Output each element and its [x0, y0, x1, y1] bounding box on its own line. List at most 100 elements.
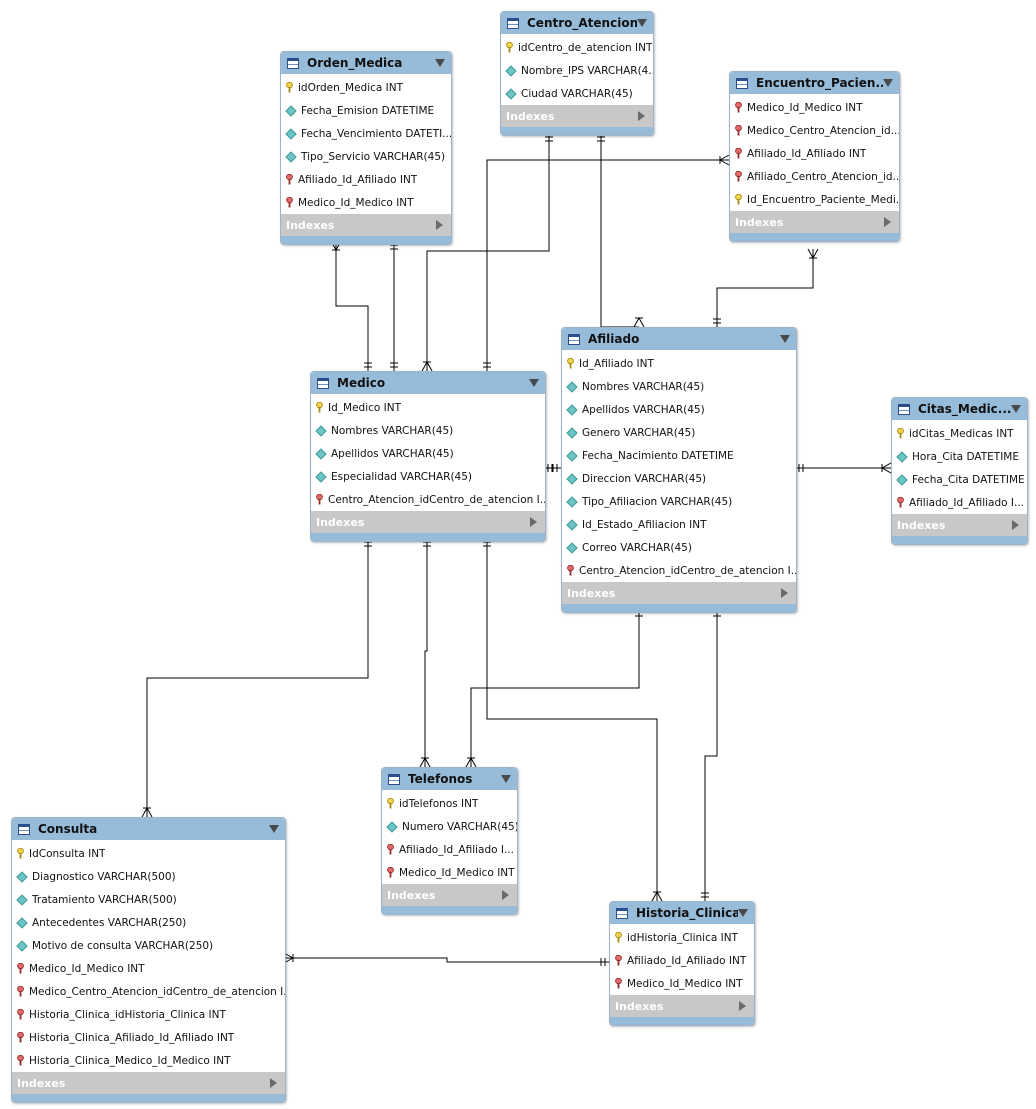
column-row[interactable]: IdConsulta INT	[12, 842, 285, 865]
column-row[interactable]: Historia_Clinica_Medico_Id_Medico INT	[12, 1049, 285, 1072]
entity-header[interactable]: Citas_Medic...	[892, 398, 1027, 420]
column-row[interactable]: Apellidos VARCHAR(45)	[562, 398, 796, 421]
column-row[interactable]: Afiliado_Id_Afiliado INT	[281, 168, 451, 191]
column-row[interactable]: Nombres VARCHAR(45)	[562, 375, 796, 398]
column-row[interactable]: Afiliado_Id_Afiliado INT	[610, 949, 754, 972]
column-row[interactable]: Diagnostico VARCHAR(500)	[12, 865, 285, 888]
column-row[interactable]: idOrden_Medica INT	[281, 76, 451, 99]
indexes-section[interactable]: Indexes	[730, 211, 899, 233]
column-row[interactable]: Apellidos VARCHAR(45)	[311, 442, 545, 465]
entity-header[interactable]: Orden_Medica	[281, 52, 451, 74]
column-row[interactable]: Id_Medico INT	[311, 396, 545, 419]
column-row[interactable]: Tipo_Afiliacion VARCHAR(45)	[562, 490, 796, 513]
collapse-arrow-icon[interactable]	[501, 775, 511, 783]
indexes-section[interactable]: Indexes	[12, 1072, 285, 1094]
expand-arrow-icon[interactable]	[530, 517, 537, 527]
expand-arrow-icon[interactable]	[502, 890, 509, 900]
column-row[interactable]: Id_Afiliado INT	[562, 352, 796, 375]
rel-afiliado-historia[interactable]	[704, 608, 718, 901]
column-row[interactable]: Afiliado_Id_Afiliado I...	[382, 838, 517, 861]
rel-afiliado-telefonos[interactable]	[470, 608, 640, 767]
expand-arrow-icon[interactable]	[739, 1001, 746, 1011]
indexes-section[interactable]: Indexes	[501, 105, 653, 127]
rel-afiliado-encuentro[interactable]	[716, 249, 814, 327]
column-row[interactable]: Afiliado_Centro_Atencion_id...	[730, 165, 899, 188]
column-row[interactable]: Motivo de consulta VARCHAR(250)	[12, 934, 285, 957]
column-row[interactable]: Fecha_Vencimiento DATETI...	[281, 122, 451, 145]
column-row[interactable]: Medico_Id_Medico INT	[610, 972, 754, 995]
column-row[interactable]: Id_Estado_Afiliacion INT	[562, 513, 796, 536]
collapse-arrow-icon[interactable]	[637, 19, 647, 27]
entity-header[interactable]: Consulta	[12, 818, 285, 840]
column-row[interactable]: idHistoria_Clinica INT	[610, 926, 754, 949]
expand-arrow-icon[interactable]	[1012, 520, 1019, 530]
column-row[interactable]: Especialidad VARCHAR(45)	[311, 465, 545, 488]
column-row[interactable]: Correo VARCHAR(45)	[562, 536, 796, 559]
column-row[interactable]: Genero VARCHAR(45)	[562, 421, 796, 444]
indexes-section[interactable]: Indexes	[562, 582, 796, 604]
column-row[interactable]: Medico_Centro_Atencion_id...	[730, 119, 899, 142]
column-row[interactable]: Fecha_Nacimiento DATETIME	[562, 444, 796, 467]
column-row[interactable]: Numero VARCHAR(45)	[382, 815, 517, 838]
entity-header[interactable]: Afiliado	[562, 328, 796, 350]
collapse-arrow-icon[interactable]	[435, 59, 445, 67]
indexes-section[interactable]: Indexes	[281, 214, 451, 236]
rel-medico-consulta[interactable]	[146, 538, 369, 817]
indexes-section[interactable]: Indexes	[382, 884, 517, 906]
entity-header[interactable]: Centro_Atencion	[501, 12, 653, 34]
column-row[interactable]: Medico_Id_Medico INT	[730, 96, 899, 119]
collapse-arrow-icon[interactable]	[269, 825, 279, 833]
entity-header[interactable]: Encuentro_Pacien...	[730, 72, 899, 94]
column-row[interactable]: Afiliado_Id_Afiliado I...	[892, 491, 1027, 514]
column-row[interactable]: Fecha_Cita DATETIME	[892, 468, 1027, 491]
column-row[interactable]: Medico_Centro_Atencion_idCentro_de_atenc…	[12, 980, 285, 1003]
indexes-section[interactable]: Indexes	[892, 514, 1027, 536]
column-row[interactable]: Nombre_IPS VARCHAR(4...	[501, 59, 653, 82]
column-row[interactable]: idCentro_de_atencion INT	[501, 36, 653, 59]
column-row[interactable]: idTelefonos INT	[382, 792, 517, 815]
column-row[interactable]: Hora_Cita DATETIME	[892, 445, 1027, 468]
expand-arrow-icon[interactable]	[638, 111, 645, 121]
column-row[interactable]: Ciudad VARCHAR(45)	[501, 82, 653, 105]
column-row[interactable]: Medico_Id_Medico INT	[12, 957, 285, 980]
rel-centro-afiliado[interactable]	[600, 133, 639, 328]
indexes-section[interactable]: Indexes	[610, 995, 754, 1017]
rel-historia-consulta[interactable]	[284, 957, 609, 963]
collapse-arrow-icon[interactable]	[529, 379, 539, 387]
indexes-section[interactable]: Indexes	[311, 511, 545, 533]
column-row[interactable]: Afiliado_Id_Afiliado INT	[730, 142, 899, 165]
column-row[interactable]: Centro_Atencion_idCentro_de_atencion I..…	[562, 559, 796, 582]
rel-centro-encuentro[interactable]	[486, 159, 729, 371]
column-row[interactable]: Medico_Id_Medico INT	[382, 861, 517, 884]
column-row[interactable]: Fecha_Emision DATETIME	[281, 99, 451, 122]
expand-arrow-icon[interactable]	[436, 220, 443, 230]
column-row[interactable]: Historia_Clinica_Afiliado_Id_Afiliado IN…	[12, 1026, 285, 1049]
entity-header[interactable]: Telefonos	[382, 768, 517, 790]
collapse-arrow-icon[interactable]	[1011, 405, 1021, 413]
column-row[interactable]: Tipo_Servicio VARCHAR(45)	[281, 145, 451, 168]
rel-centro-medico[interactable]	[426, 133, 550, 371]
column-row[interactable]: Medico_Id_Medico INT	[281, 191, 451, 214]
rel-medico-orden[interactable]	[335, 241, 369, 371]
column-row[interactable]: Antecedentes VARCHAR(250)	[12, 911, 285, 934]
column-row[interactable]: idCitas_Medicas INT	[892, 422, 1027, 445]
expand-arrow-icon[interactable]	[270, 1078, 277, 1088]
rel-medico-historia[interactable]	[486, 538, 658, 901]
column-row[interactable]: Nombres VARCHAR(45)	[311, 419, 545, 442]
entity-header[interactable]: Medico	[311, 372, 545, 394]
collapse-arrow-icon[interactable]	[738, 909, 748, 917]
expand-arrow-icon[interactable]	[884, 217, 891, 227]
expand-arrow-icon[interactable]	[781, 588, 788, 598]
column-row[interactable]: Centro_Atencion_idCentro_de_atencion I..…	[311, 488, 545, 511]
column-row[interactable]: Tratamiento VARCHAR(500)	[12, 888, 285, 911]
entity-header[interactable]: Historia_Clinica	[610, 902, 754, 924]
rel-medico-telefonos[interactable]	[424, 538, 428, 767]
collapse-arrow-icon[interactable]	[883, 79, 893, 87]
